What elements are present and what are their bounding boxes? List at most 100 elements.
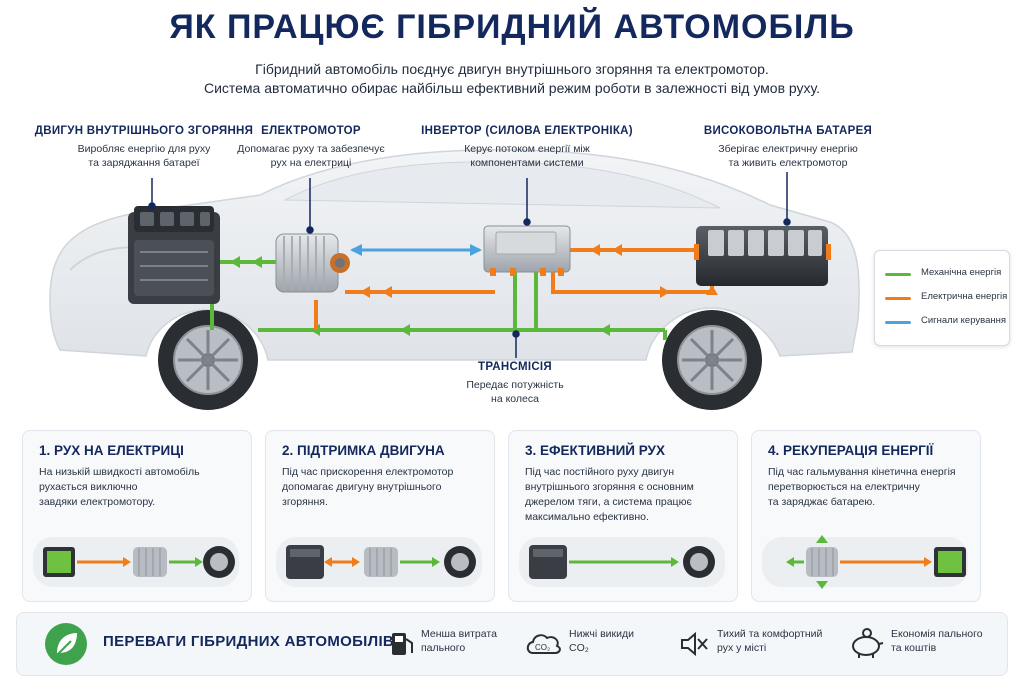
electric-motor	[275, 233, 350, 293]
callout-text: Виробляє енергію для руху	[77, 143, 211, 155]
co2-cloud-icon: CO₂	[526, 634, 561, 654]
engine-icon	[286, 545, 324, 579]
callout-title: ІНВЕРТОР (СИЛОВА ЕЛЕКТРОНІКА)	[421, 125, 633, 137]
mode-text-line: внутрішнього згоряння є основним	[525, 481, 694, 493]
mode-card-engine-assist: 2. ПІДТРИМКА ДВИГУНА Під час прискорення…	[265, 430, 495, 602]
mode-description: На низькій швидкості автомобіль рухаєтьс…	[39, 465, 239, 510]
mode-title: 1. РУХ НА ЕЛЕКТРИЦІ	[39, 443, 184, 458]
benefit-text: Тихий та комфортний	[717, 628, 823, 640]
motor-icon	[133, 547, 167, 577]
high-voltage-battery	[694, 226, 831, 286]
energy-legend: Механічна енергія Електрична енергія Сиг…	[874, 250, 1010, 346]
benefit-emissions: Нижчі викиди CO₂	[569, 627, 634, 655]
callout-text: рух на електриці	[270, 157, 352, 169]
mode-text-line: джерелом тяги, а система працює	[525, 496, 692, 508]
piggy-bank-icon	[852, 628, 884, 658]
mode-text-line: Під час прискорення електромотор	[282, 466, 454, 478]
page-subtitle: Гібридний автомобіль поєднує двигун внут…	[0, 60, 1024, 98]
mode-illustration	[33, 537, 239, 587]
callout-title: ТРАНСМІСІЯ	[478, 361, 552, 373]
mode-description: Під час гальмування кінетична енергія пе…	[768, 465, 968, 510]
quiet-speaker-icon	[681, 631, 708, 657]
callout-text: Керує потоком енергії між	[464, 143, 590, 155]
mode-text-line: допомагає двигуну внутрішнього	[282, 481, 442, 493]
mode-title: 3. ЕФЕКТИВНИЙ РУХ	[525, 443, 665, 458]
legend-label: Електрична енергія	[921, 291, 1008, 302]
legend-label: Сигнали керування	[921, 315, 1006, 326]
mode-text-line: Під час постійного руху двигун	[525, 466, 675, 478]
benefit-text: CO₂	[569, 642, 589, 654]
legend-swatch	[885, 321, 911, 324]
mode-text-line: згоряння.	[282, 496, 328, 508]
benefit-text: рух у місті	[717, 642, 767, 654]
mode-text-line: Під час гальмування кінетична енергія	[768, 466, 956, 478]
wheel-icon	[203, 546, 235, 578]
callout-text: та живить електромотор	[728, 157, 848, 169]
mode-illustration	[519, 537, 725, 587]
combustion-engine	[128, 206, 220, 304]
subtitle-line: Гібридний автомобіль поєднує двигун внут…	[255, 61, 769, 77]
subtitle-line: Система автоматично обирає найбільш ефек…	[203, 80, 821, 96]
fuel-pump-icon	[392, 633, 413, 655]
mode-text-line: рухається виключно	[39, 481, 138, 493]
callout-title: ДВИГУН ВНУТРІШНЬОГО ЗГОРЯННЯ	[34, 125, 254, 137]
benefit-quiet: Тихий та комфортний рух у місті	[717, 627, 822, 655]
benefit-text: пального	[421, 642, 466, 654]
leaf-icon	[45, 623, 87, 665]
benefit-text: та коштів	[891, 642, 937, 654]
callout-engine: ДВИГУН ВНУТРІШНЬОГО ЗГОРЯННЯ Виробляє ен…	[20, 124, 268, 170]
mode-text-line: На низькій швидкості автомобіль	[39, 466, 200, 478]
benefit-fuel: Менша витрата пального	[421, 627, 497, 655]
mode-card-efficient-drive: 3. ЕФЕКТИВНИЙ РУХ Під час постійного рух…	[508, 430, 738, 602]
callout-inverter: ІНВЕРТОР (СИЛОВА ЕЛЕКТРОНІКА) Керує пото…	[420, 124, 634, 170]
wheel-icon	[683, 546, 715, 578]
callout-text: Зберігає електричну енергію	[718, 143, 858, 155]
mode-text-line: максимально ефективно.	[525, 511, 649, 523]
callout-title: ВИСОКОВОЛЬТНА БАТАРЕЯ	[703, 125, 873, 137]
rear-wheel	[662, 310, 762, 410]
mode-description: Під час прискорення електромотор допомаг…	[282, 465, 482, 510]
power-inverter	[483, 225, 571, 276]
motor-icon	[806, 547, 838, 577]
mode-illustration	[762, 535, 968, 589]
callout-text: та заряджання батареї	[88, 157, 200, 169]
front-wheel	[158, 310, 258, 410]
mode-text-line: та заряджає батарею.	[768, 496, 876, 508]
mode-title: 4. РЕКУПЕРАЦІЯ ЕНЕРГІЇ	[768, 443, 934, 458]
legend-swatch	[885, 273, 911, 276]
benefit-text: Нижчі викиди	[569, 628, 634, 640]
mode-card-electric: 1. РУХ НА ЕЛЕКТРИЦІ На низькій швидкості…	[22, 430, 252, 602]
motor-icon	[364, 547, 398, 577]
engine-icon	[529, 545, 567, 579]
callout-motor: ЕЛЕКТРОМОТОР Допомагає руху та забезпечу…	[226, 124, 396, 170]
callout-text: на колеса	[491, 393, 539, 405]
wheel-icon	[444, 546, 476, 578]
hybrid-system-diagram	[49, 149, 860, 410]
control-signal-flow	[350, 244, 482, 256]
battery-icon	[43, 547, 75, 577]
co2-badge-text: CO₂	[535, 643, 550, 652]
legend-label: Механічна енергія	[921, 267, 1002, 278]
callout-transmission: ТРАНСМІСІЯ Передає потужність на колеса	[450, 360, 580, 406]
benefit-text: Економія пального	[891, 628, 983, 640]
mode-description: Під час постійного руху двигун внутрішнь…	[525, 465, 725, 525]
callout-battery: ВИСОКОВОЛЬТНА БАТАРЕЯ Зберігає електричн…	[696, 124, 880, 170]
benefit-text: Менша витрата	[421, 628, 497, 640]
mode-text-line: перетворюється на електричну	[768, 481, 920, 493]
mode-text-line: завдяки електромотору.	[39, 496, 156, 508]
electric-arrows	[360, 244, 718, 298]
page-title: ЯК ПРАЦЮЄ ГІБРИДНИЙ АВТОМОБІЛЬ	[169, 8, 855, 46]
callout-title: ЕЛЕКТРОМОТОР	[261, 125, 361, 137]
callout-pointers	[148, 172, 791, 358]
benefits-title: ПЕРЕВАГИ ГІБРИДНИХ АВТОМОБІЛІВ:	[103, 633, 400, 650]
callout-text: Передає потужність	[466, 379, 564, 391]
mode-illustration	[276, 537, 482, 587]
legend-swatch	[885, 297, 911, 300]
mode-title: 2. ПІДТРИМКА ДВИГУНА	[282, 443, 445, 458]
callout-text: компонентами системи	[470, 157, 584, 169]
battery-icon	[934, 547, 966, 577]
mode-card-regeneration: 4. РЕКУПЕРАЦІЯ ЕНЕРГІЇ Під час гальмуван…	[751, 430, 981, 602]
benefits-bar: ПЕРЕВАГИ ГІБРИДНИХ АВТОМОБІЛІВ: Менша ви…	[16, 612, 1008, 676]
callout-text: Допомагає руху та забезпечує	[237, 143, 385, 155]
benefit-savings: Економія пального та коштів	[891, 627, 983, 655]
